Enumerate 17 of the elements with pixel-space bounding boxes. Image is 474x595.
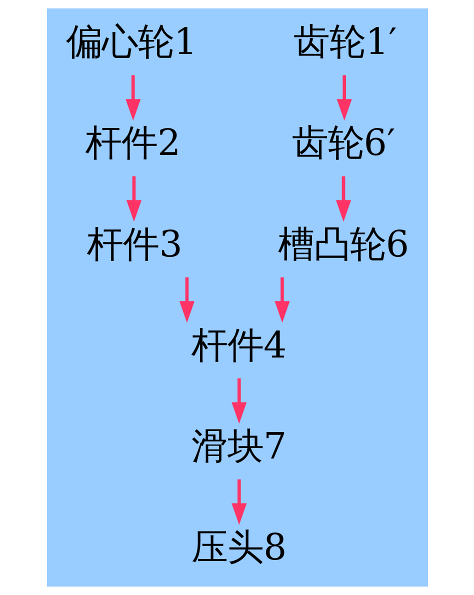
arrow — [335, 176, 351, 222]
arrow — [231, 378, 246, 424]
node-text: 杆件3 — [86, 222, 182, 266]
node-text: 杆件2 — [85, 121, 180, 164]
node-text: 齿轮1′ — [292, 20, 396, 64]
arrow — [274, 277, 290, 323]
node-text: 槽凸轮6 — [277, 222, 409, 266]
arrow — [336, 75, 352, 121]
arrow — [126, 176, 142, 222]
arrow — [178, 277, 194, 323]
node-text: 滑块7 — [191, 424, 286, 468]
node-text: 压头8 — [191, 525, 286, 568]
node-text: 偏心轮1 — [65, 20, 197, 64]
arrow — [231, 479, 246, 525]
arrow — [125, 75, 140, 121]
node-text: 杆件4 — [191, 323, 286, 366]
node-text: 齿轮6′ — [291, 121, 395, 164]
